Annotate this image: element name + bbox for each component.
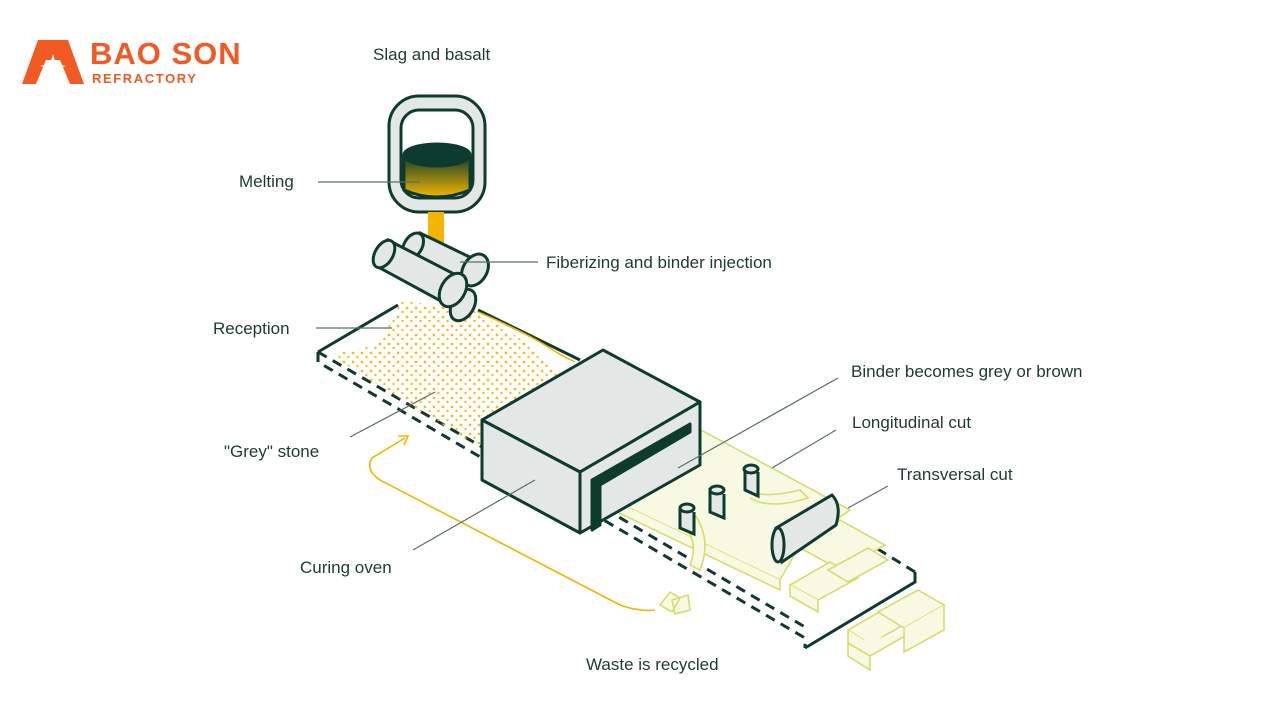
longitudinal-cutters — [678, 463, 760, 537]
label-fiberizing: Fiberizing and binder injection — [546, 253, 772, 272]
label-reception: Reception — [213, 319, 290, 338]
label-binder: Binder becomes grey or brown — [851, 362, 1083, 381]
label-longitudinal-cut: Longitudinal cut — [852, 413, 972, 432]
logo-icon — [22, 40, 84, 84]
melting-furnace — [387, 94, 487, 214]
logo-subtitle: REFRACTORY — [92, 71, 198, 86]
leader-lines — [316, 181, 889, 551]
logo-name: BAO SON — [90, 36, 242, 71]
label-slag: Slag and basalt — [373, 45, 491, 64]
label-melting: Melting — [239, 172, 294, 191]
recycle-arrow — [369, 435, 691, 615]
curing-oven — [480, 348, 702, 535]
label-curing-oven: Curing oven — [300, 558, 392, 577]
label-transversal-cut: Transversal cut — [897, 465, 1013, 484]
fiberizing-rollers — [371, 231, 490, 323]
transversal-cutter — [770, 493, 840, 565]
label-grey-stone: "Grey" stone — [224, 442, 320, 461]
label-waste: Waste is recycled — [586, 655, 719, 674]
